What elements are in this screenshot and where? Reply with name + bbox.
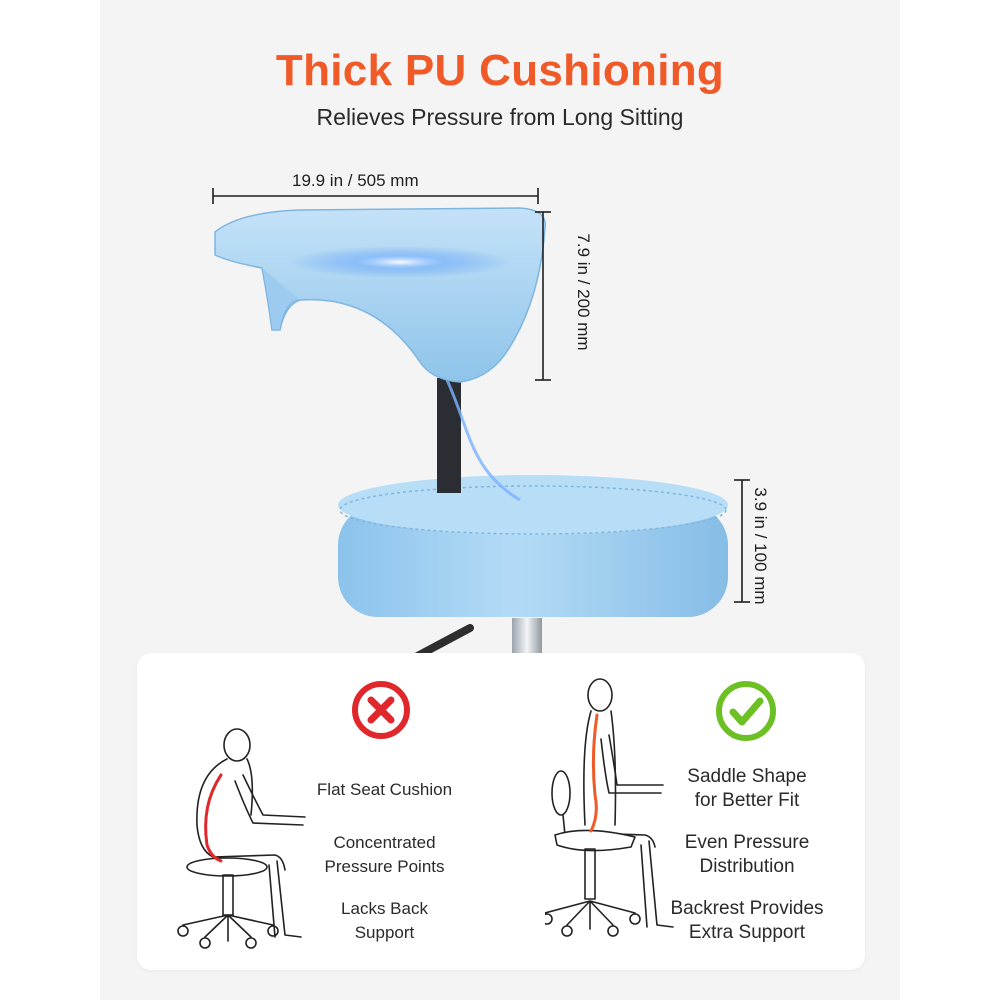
- backrest-post: [437, 378, 461, 493]
- backrest-cushion: [214, 207, 547, 383]
- backrest-height-label: 7.9 in / 200 mm: [574, 233, 593, 351]
- good-point-2: Even Pressure Distribution: [684, 832, 810, 877]
- red-x-circle-icon: [352, 681, 410, 739]
- green-check-circle-icon: [716, 681, 776, 741]
- page-title: Thick PU Cushioning: [275, 46, 725, 95]
- seat-thickness-label: 3.9 in / 100 mm: [751, 487, 770, 605]
- bad-point-2: Concentrated Pressure Points: [324, 833, 445, 876]
- round-seat-cushion: [338, 475, 728, 617]
- good-point-1: Saddle Shape for Better Fit: [687, 766, 807, 811]
- good-point-3: Backrest Provides Extra Support: [670, 898, 824, 943]
- stool-product-image: [212, 188, 750, 660]
- dimension-lines: [212, 188, 750, 603]
- upright-person-illustration: [545, 678, 674, 937]
- backrest-width-label: 19.9 in / 505 mm: [292, 171, 419, 190]
- slouching-person-illustration: [177, 728, 306, 949]
- bad-point-3: Lacks Back Support: [341, 899, 428, 942]
- comparison-card: Flat Seat Cushion Concentrated Pressure …: [137, 653, 865, 970]
- page-subtitle: Relieves Pressure from Long Sitting: [316, 104, 684, 130]
- bad-point-1: Flat Seat Cushion: [316, 780, 453, 799]
